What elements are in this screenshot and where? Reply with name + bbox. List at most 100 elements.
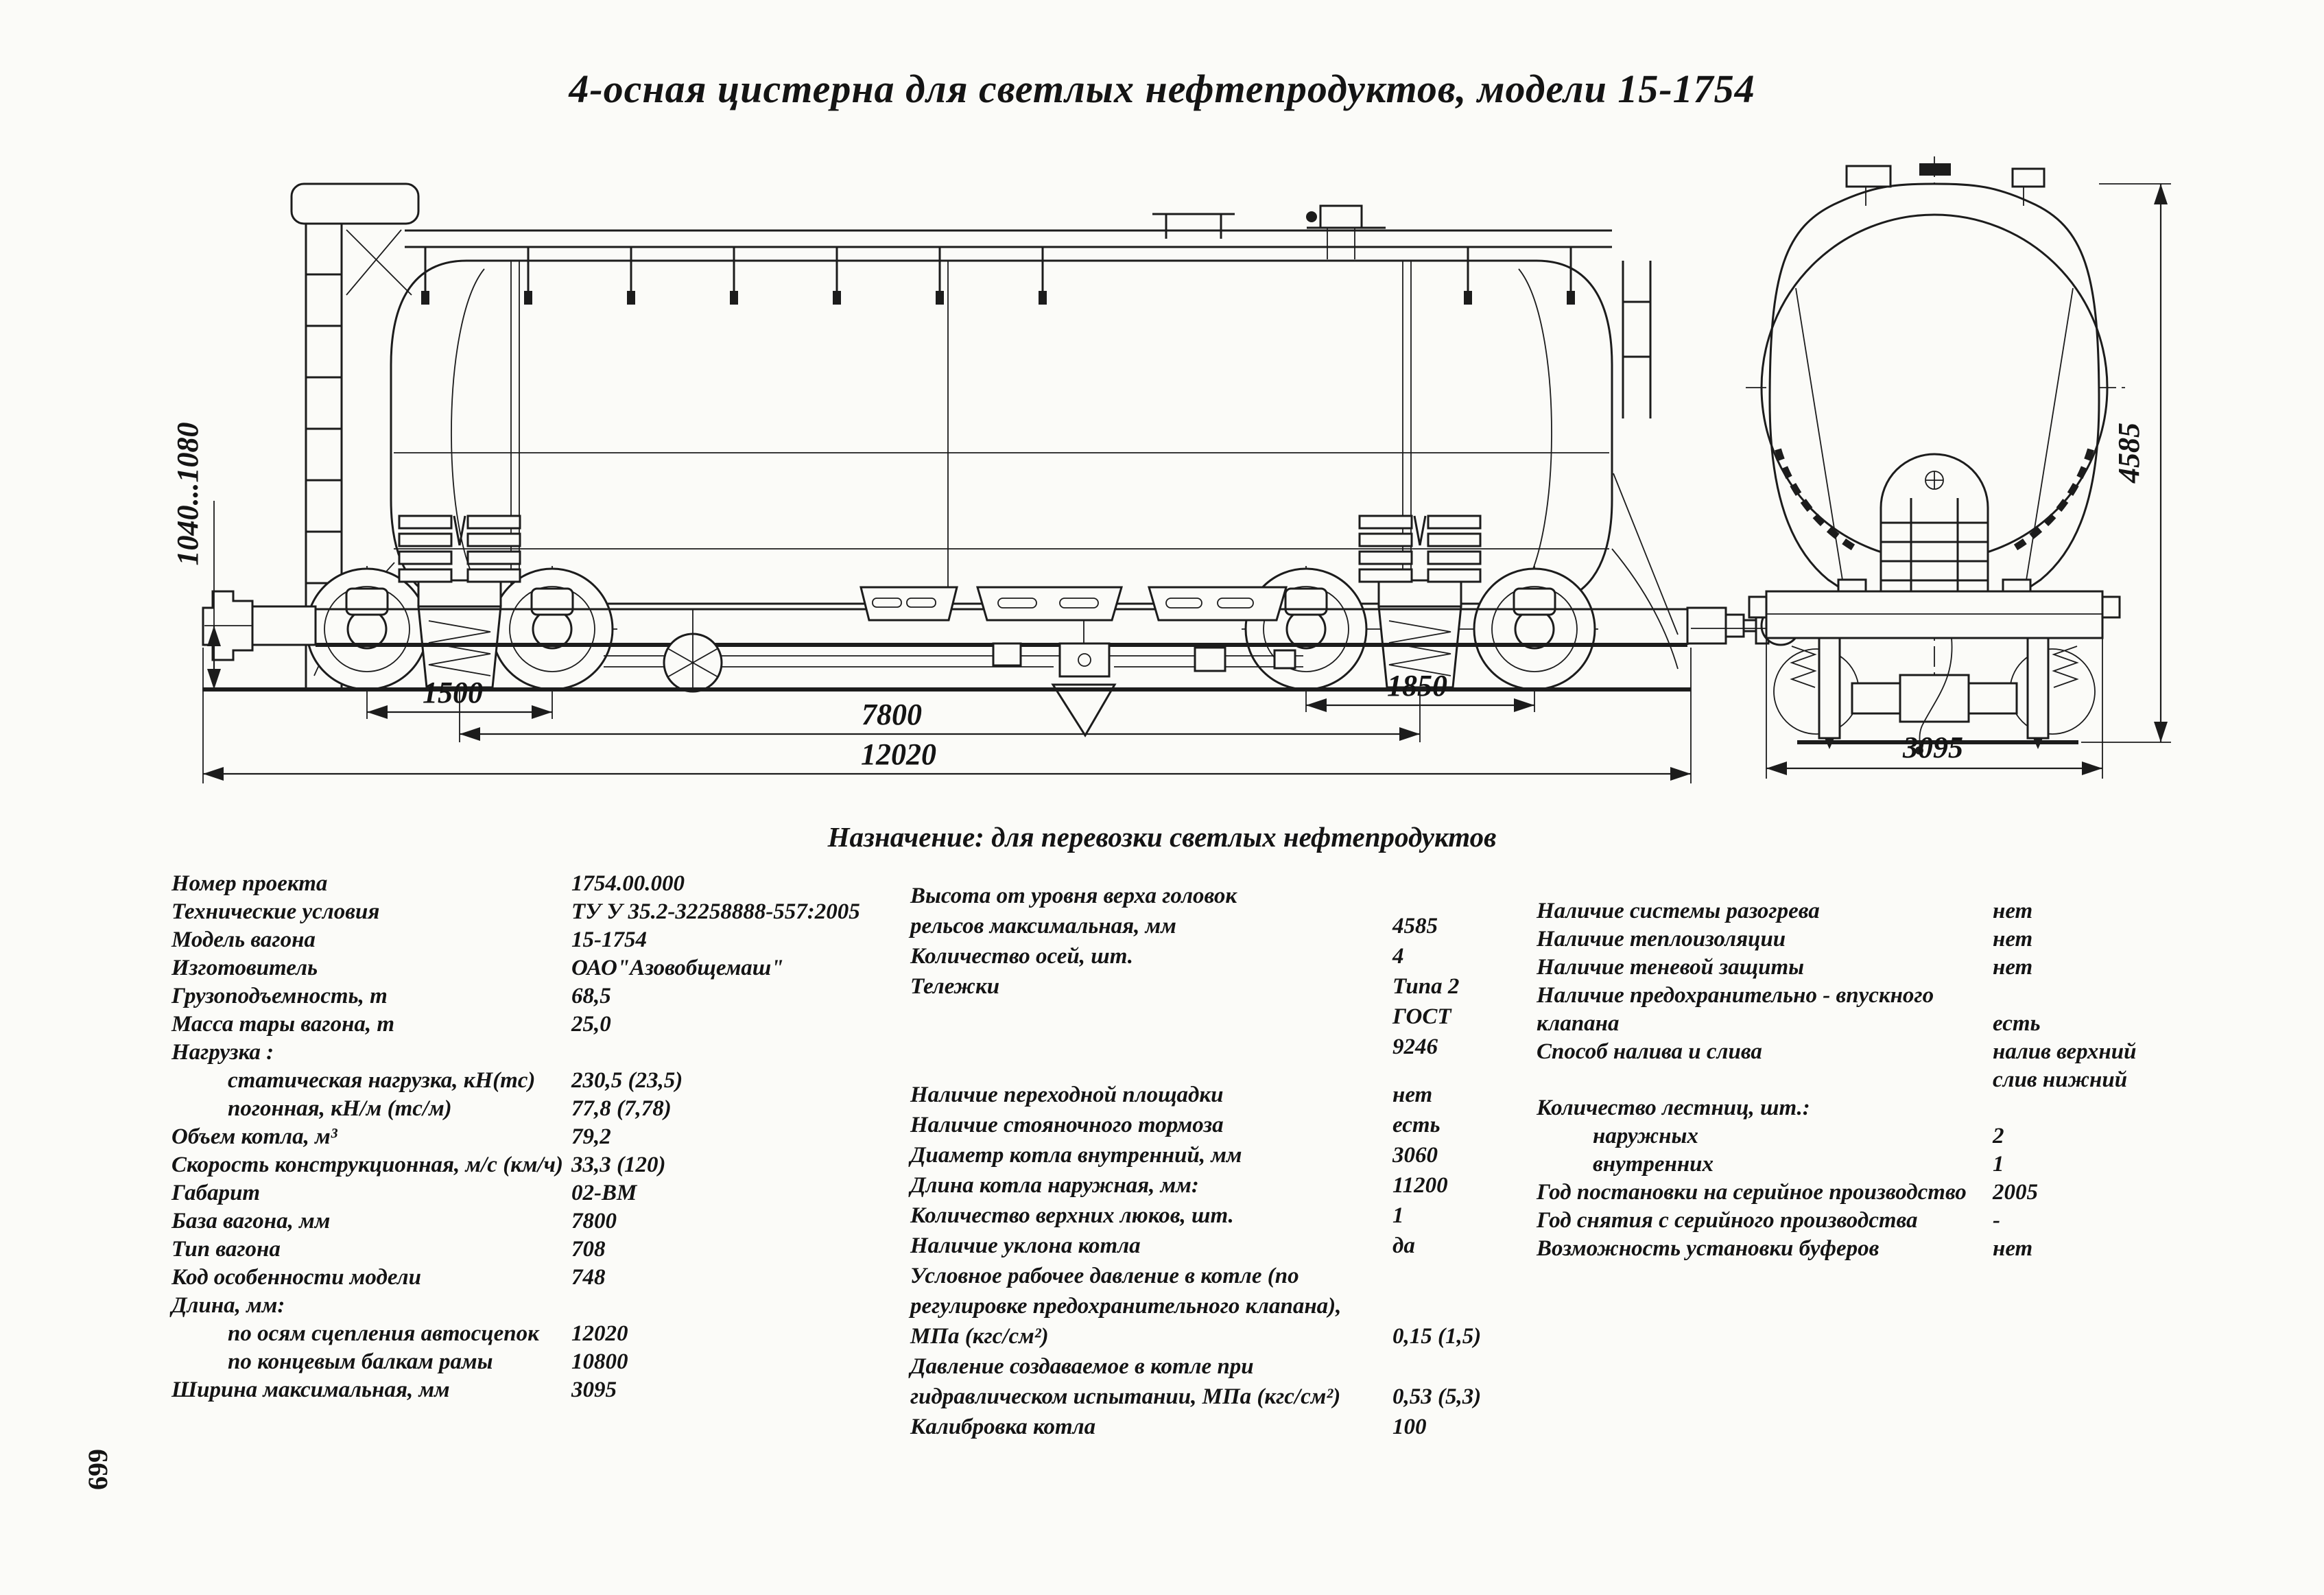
spec-value: налив верхний — [1993, 1039, 2137, 1064]
side-dimensions: 1500 1850 7800 12020 1040...1080 — [171, 423, 1800, 783]
spec-row: Ширина максимальная, мм 3095 — [171, 1379, 912, 1407]
spec-label: Технические условия — [171, 899, 380, 924]
spec-value: 1 — [1993, 1152, 2004, 1177]
tank-supports — [398, 515, 1482, 583]
spec-label: МПа (кгс/см²) — [910, 1324, 1049, 1349]
spec-value: 7800 — [571, 1209, 617, 1233]
dim-3095: 3095 — [1902, 731, 1963, 764]
end-dimensions: 4585 3095 — [1766, 183, 2171, 779]
purpose-line: Назначение: для перевозки светлых нефтеп… — [827, 821, 1497, 853]
spec-label: статическая нагрузка, кН(тс) — [228, 1068, 536, 1093]
spec-label: Год снятия с серийного производства — [1537, 1208, 1918, 1233]
spec-label: Скорость конструкционная, м/с (км/ч) — [171, 1153, 563, 1177]
spec-value: 708 — [571, 1237, 606, 1262]
spec-label: Модель вагона — [171, 928, 316, 952]
spec-row: статическая нагрузка, кН(тс)230,5 (23,5) — [171, 1070, 912, 1098]
spec-value: 3095 — [571, 1378, 617, 1402]
spec-label: Объем котла, м³ — [171, 1124, 337, 1149]
dim-1500: 1500 — [423, 676, 483, 709]
spec-value: ТУ У 35.2-32258888-557:2005 — [571, 899, 860, 924]
spec-value: слив нижний — [1993, 1067, 2128, 1092]
page-number: 699 — [82, 1449, 113, 1490]
page-title: 4-осная цистерна для светлых нефтепродук… — [569, 67, 1755, 111]
spec-value: 3060 — [1392, 1143, 1438, 1168]
spec-value: 10800 — [571, 1349, 628, 1374]
spec-row: 9246 — [910, 1036, 1569, 1066]
spec-label: Наличие уклона котла — [910, 1233, 1141, 1258]
spec-label: Давление создаваемое в котле при — [910, 1354, 1254, 1379]
spec-row: Технические условия ТУ У 35.2-32258888-55… — [171, 901, 912, 929]
spec-label: Количество осей, шт. — [910, 944, 1134, 969]
spec-value: 100 — [1392, 1415, 1427, 1439]
spec-label: Номер проекта — [171, 871, 328, 896]
spec-row: Нагрузка : — [171, 1041, 912, 1070]
spec-row: Код особенности модели 748 — [171, 1266, 912, 1295]
spec-value: 4585 — [1392, 914, 1438, 938]
spec-value: 0,53 (5,3) — [1392, 1384, 1482, 1409]
spec-value: 77,8 (7,78) — [571, 1096, 672, 1121]
spec-label: Тип вагона — [171, 1237, 281, 1262]
valve-fitting — [1306, 204, 1386, 259]
spec-label: Нагрузка : — [171, 1040, 274, 1065]
spec-value: да — [1392, 1233, 1415, 1258]
spec-row: Скорость конструкционная, м/с (км/ч)33,3… — [171, 1154, 912, 1182]
spec-value: 2005 — [1993, 1180, 2038, 1205]
spec-row: слив нижний — [1537, 1069, 2305, 1097]
spec-label: регулировке предохранительного клапана), — [910, 1294, 1342, 1319]
spec-label: Количество верхних люков, шт. — [910, 1203, 1234, 1228]
spec-row: МПа (кгс/см²)0,15 (1,5) — [910, 1325, 1569, 1356]
spec-label: Наличие предохранительно - впускного — [1537, 983, 1934, 1008]
dim-1850: 1850 — [1387, 669, 1447, 702]
spec-row: Наличие системы разогрева нет — [1537, 900, 2305, 928]
side-view: 1500 1850 7800 12020 1040...1080 — [171, 182, 1801, 783]
spec-value: 9246 — [1392, 1035, 1438, 1059]
spec-row: Год снятия с серийного производства - — [1537, 1209, 2305, 1238]
spec-label: Высота от уровня верха головок — [910, 884, 1237, 908]
spec-row: Количество верхних люков, шт.1 — [910, 1205, 1569, 1235]
end-brace-right — [1611, 261, 1679, 670]
spec-row: Модель вагона 15-1754 — [171, 929, 912, 957]
spec-value: 748 — [571, 1265, 606, 1290]
dim-12020: 12020 — [861, 737, 936, 771]
spec-value: нет — [1993, 955, 2033, 980]
spec-label: Длина котла наружная, мм: — [910, 1173, 1199, 1198]
spec-label: по концевым балкам рамы — [228, 1349, 493, 1374]
spec-label: Условное рабочее давление в котле (по — [910, 1264, 1299, 1288]
spec-label: Тележки — [910, 974, 1000, 999]
spec-row: Давление создаваемое в котле при — [910, 1356, 1569, 1386]
spec-value: 79,2 — [571, 1124, 611, 1149]
spec-value: 15-1754 — [571, 928, 647, 952]
spec-value: - — [1993, 1208, 2000, 1233]
dim-7800: 7800 — [862, 698, 922, 731]
spec-label: Год постановки на серийное производство — [1537, 1180, 1967, 1205]
spec-row: Диаметр котла внутренний, мм 3060 — [910, 1144, 1569, 1174]
hatch-bracket — [1152, 213, 1235, 239]
spec-label: Длина, мм: — [171, 1293, 285, 1318]
spec-row: Тип вагона 708 — [171, 1238, 912, 1266]
spec-value: нет — [1993, 899, 2033, 923]
spec-label: Наличие системы разогрева — [1537, 899, 1820, 923]
spec-label: по осям сцепления автосцепок — [228, 1321, 539, 1346]
spec-label: Диаметр котла внутренний, мм — [910, 1143, 1242, 1168]
spec-label: клапана — [1537, 1011, 1620, 1036]
spec-label: Код особенности модели — [171, 1265, 421, 1290]
end-frame — [1748, 590, 2121, 639]
spec-row: по концевым балкам рамы 10800 — [171, 1351, 912, 1379]
spec-row: регулировке предохранительного клапана), — [910, 1295, 1569, 1325]
spec-label: Ширина максимальная, мм — [171, 1378, 450, 1402]
spec-label: Наличие теплоизоляции — [1537, 927, 1786, 952]
spec-value: ОАО"Азовобщемаш" — [571, 956, 784, 980]
spec-label: Возможность установки буферов — [1537, 1236, 1880, 1261]
